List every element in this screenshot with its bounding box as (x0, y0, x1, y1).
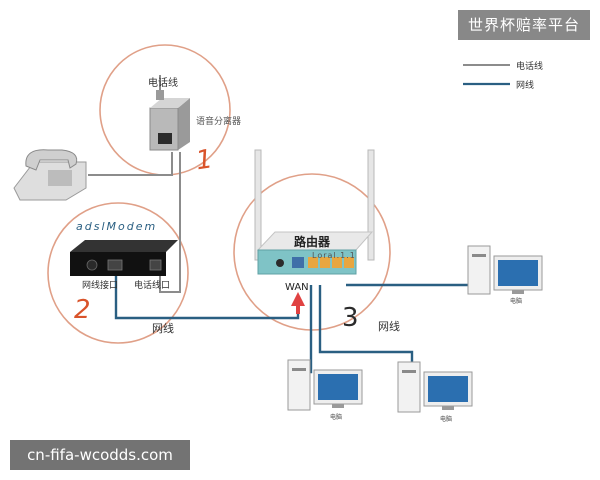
telephone (13, 149, 87, 201)
router-left-antenna (254, 149, 262, 261)
pc-right-screen (498, 260, 538, 286)
network-line-router-to-bottom-right-pc (318, 285, 414, 364)
router-ip-text: Loral.1.1 (312, 251, 356, 260)
watermark-bottom: cn-fifa-wcodds.com (10, 440, 190, 470)
pc-bl-label: 电脑 (330, 413, 342, 421)
pc-bl-tower (287, 359, 311, 411)
router-wan-port (292, 257, 304, 268)
router: 路由器 Loral.1.1 WAN (254, 149, 375, 314)
watermark-top: 世界杯赔率平台 (458, 10, 590, 40)
splitter-body-side (178, 98, 190, 150)
telephone-handset (25, 149, 78, 171)
step-number-1: 1 (194, 144, 215, 176)
splitter-port (158, 133, 172, 144)
adsl-modem: adslModem 网线接口 电话线口 (70, 220, 178, 291)
wan-arrow-shaft (296, 304, 300, 314)
pc-br-stand (442, 406, 454, 410)
modem-phone-port-label: 电话线口 (134, 279, 170, 291)
modem-label: adslModem (76, 220, 157, 233)
computer-right: 电脑 (467, 245, 543, 305)
modem-power-knob (86, 259, 98, 271)
pc-right-drive (472, 254, 486, 257)
pc-br-drive (402, 370, 416, 373)
splitter-body-top (150, 98, 190, 108)
modem-phone-port (149, 259, 162, 271)
splitter-top-jack (156, 90, 164, 100)
legend: 电话线 网线 (463, 60, 543, 91)
computer-bottom-left: 电脑 (287, 359, 363, 421)
modem-network-port-label: 网线接口 (82, 279, 118, 291)
network-line-label-right: 网线 (378, 319, 400, 333)
pc-br-tower (397, 361, 421, 413)
router-lan-port-4 (344, 257, 354, 268)
modem-highlight-circle (47, 202, 189, 344)
pc-right-tower (467, 245, 491, 295)
modem-top (70, 240, 178, 252)
pc-br-screen (428, 376, 468, 402)
voice-splitter: 电话线 语音分离器 (148, 76, 241, 151)
pc-bl-stand (332, 404, 344, 408)
step-number-3: 3 (342, 303, 359, 333)
splitter-side-label: 语音分离器 (196, 115, 241, 127)
router-lan-port-3 (332, 257, 342, 268)
pc-right-stand (512, 290, 524, 294)
pc-bl-screen (318, 374, 358, 400)
computer-bottom-right: 电脑 (397, 361, 473, 423)
splitter-top-label: 电话线 (148, 76, 178, 89)
router-lan-port-2 (320, 257, 330, 268)
modem-network-port (107, 259, 123, 271)
router-power-button (276, 259, 284, 267)
pc-br-label: 电脑 (440, 415, 452, 423)
pc-bl-drive (292, 368, 306, 371)
wan-arrow-head (291, 292, 305, 306)
step-number-2: 2 (74, 295, 91, 325)
phone-line-splitter-to-modem (159, 152, 181, 293)
router-lan-port-1 (308, 257, 318, 268)
phone-line-telephone-to-splitter (88, 152, 173, 176)
network-line-label-mid: 网线 (152, 321, 174, 335)
legend-network-line-label: 网线 (516, 79, 534, 91)
router-title: 路由器 (294, 234, 331, 249)
legend-phone-line-label: 电话线 (516, 60, 543, 72)
router-wan-label: WAN (285, 282, 309, 293)
telephone-keypad (48, 170, 72, 186)
router-right-antenna (367, 149, 375, 261)
pc-right-label: 电脑 (510, 297, 522, 305)
